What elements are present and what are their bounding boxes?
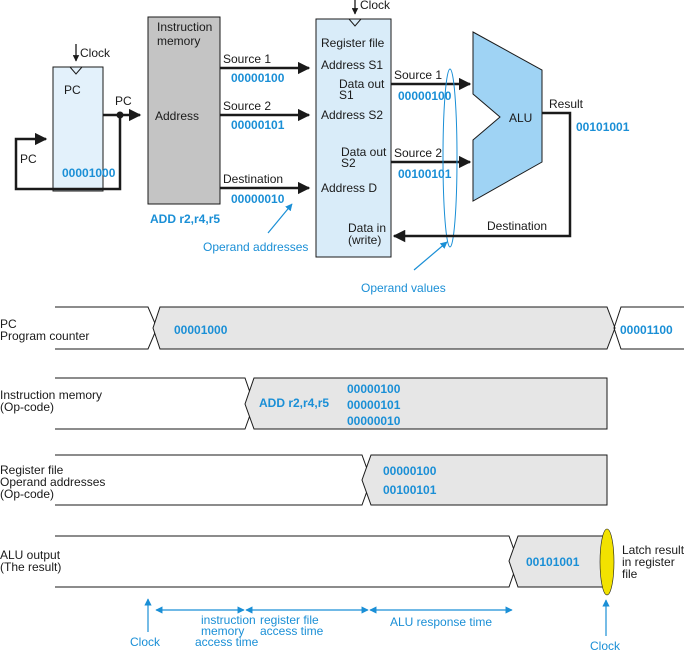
timing-alu-prev-segment	[55, 535, 519, 588]
regfile-clock-label: Clock	[360, 0, 391, 12]
clock-right-label: Clock	[590, 639, 621, 652]
timing-latch-line1: Latch result	[622, 543, 684, 557]
instruction-memory-box	[147, 16, 221, 205]
operand-values-ellipse	[442, 68, 458, 248]
timing-pc-segment	[152, 306, 616, 350]
timing-imem-prev-segment	[55, 377, 255, 430]
timing-imem-value2: 00000101	[347, 398, 401, 412]
pc-clock-triangle	[69, 66, 83, 75]
pc-title: PC	[64, 83, 81, 97]
interval-imem-line3: access time	[195, 635, 259, 649]
regfile-data-out-s2-line1: Data out	[341, 145, 387, 159]
timing-row-alu-output: ALU output (The result) 00101001 Latch r…	[0, 528, 684, 596]
timing-intervals: instruction memory access time register …	[130, 598, 621, 652]
operand-values-pointer	[413, 241, 448, 271]
timing-latch-line2: in register	[622, 555, 675, 569]
alu-result-feedback-arrow	[392, 111, 572, 243]
imem-source1-value: 00000100	[231, 71, 285, 85]
imem-title-line2: memory	[157, 34, 200, 48]
regfile-title: Register file	[321, 36, 385, 50]
clock-left-label: Clock	[130, 635, 161, 649]
alu-destination-label: Destination	[487, 219, 547, 233]
timing-imem-segment	[244, 377, 608, 430]
timing-row-pc: PC Program counter 00001000 00001100	[0, 306, 684, 350]
regfile-address-s1: Address S1	[321, 58, 383, 72]
operand-values-callout: Operand values	[361, 281, 446, 295]
timing-alu-label-line1: ALU output	[0, 548, 61, 562]
regfile-source2-label: Source 2	[394, 146, 442, 160]
regfile-data-in-line2: (write)	[348, 233, 381, 247]
regfile-data-out-s2-line2: S2	[341, 156, 356, 170]
regfile-source1-value: 00000100	[398, 89, 452, 103]
pc-block: Clock PC 00001000 PC PC	[14, 44, 142, 192]
alu-result-value: 00101001	[576, 120, 630, 134]
operand-addresses-pointer	[267, 203, 293, 234]
imem-source2-value: 00000101	[231, 118, 285, 132]
timing-pc-value: 00001000	[174, 323, 228, 337]
imem-source1-label: Source 1	[223, 52, 271, 66]
timing-imem-instruction: ADD r2,r4,r5	[259, 396, 329, 410]
interval-reg-line1: register file	[260, 613, 319, 627]
timing-regfile-label-line1: Register file	[0, 463, 64, 477]
imem-address-label: Address	[155, 109, 199, 123]
timing-pc-label-line2: Program counter	[0, 329, 89, 343]
interval-alu: ALU response time	[390, 615, 492, 629]
pc-clock-label: Clock	[80, 46, 111, 60]
timing-regfile-value1: 00000100	[383, 464, 437, 478]
pc-loop-label: PC	[20, 152, 37, 166]
regfile-address-d: Address D	[321, 181, 377, 195]
imem-title-line1: Instruction	[157, 20, 212, 34]
regfile-data-out-s1-line2: S1	[339, 88, 354, 102]
pc-value: 00001000	[62, 166, 116, 180]
instruction-memory-block: Instruction memory Address ADD r2,r4,r5 …	[147, 16, 311, 254]
register-file-block: Clock Register file Address S1 Data out …	[315, 0, 472, 295]
register-file-box	[315, 18, 392, 258]
imem-instruction: ADD r2,r4,r5	[150, 212, 220, 226]
pc-feedback-arrow	[14, 115, 122, 191]
regfile-source2-value: 00100101	[398, 167, 452, 181]
regfile-clock-triangle	[348, 18, 362, 27]
timing-imem-value1: 00000100	[347, 382, 401, 396]
timing-imem-label-line1: Instruction memory	[0, 388, 102, 402]
alu-result-label: Result	[549, 97, 584, 111]
timing-regfile-label-line3: (Op-code)	[0, 487, 54, 501]
regfile-address-s2: Address S2	[321, 108, 383, 122]
pc-out-label: PC	[115, 94, 132, 108]
regfile-data-in-line1: Data in	[348, 221, 386, 235]
timing-pc-next-value: 00001100	[620, 323, 673, 337]
interval-reg-line2: access time	[260, 624, 324, 638]
alu-shape	[472, 31, 543, 202]
imem-source2-label: Source 2	[223, 99, 271, 113]
timing-alu-value: 00101001	[526, 555, 580, 569]
alu-block: ALU Result 00101001 Destination	[392, 31, 630, 243]
imem-destination-value: 00000010	[231, 192, 285, 206]
timing-imem-value3: 00000010	[347, 414, 401, 428]
timing-regfile-value2: 00100101	[383, 483, 437, 497]
latch-marker	[599, 528, 615, 596]
timing-latch-line3: file	[622, 567, 638, 581]
operand-addresses-callout: Operand addresses	[203, 240, 308, 254]
timing-pc-next-segment	[613, 306, 684, 350]
interval-imem-line1: instruction	[201, 613, 256, 627]
timing-imem-label-line2: (Op-code)	[0, 400, 54, 414]
interval-imem-line2: memory	[201, 624, 244, 638]
imem-destination-label: Destination	[223, 172, 283, 186]
timing-regfile-label-line2: Operand addresses	[0, 475, 105, 489]
alu-title: ALU	[509, 111, 532, 125]
regfile-source1-label: Source 1	[394, 68, 442, 82]
regfile-data-out-s1-line1: Data out	[339, 77, 385, 91]
timing-regfile-segment	[361, 454, 608, 506]
timing-alu-label-line2: (The result)	[0, 560, 61, 574]
timing-pc-label-line1: PC	[0, 317, 17, 331]
pc-register-box	[52, 66, 104, 192]
timing-row-instruction-memory: Instruction memory (Op-code) ADD r2,r4,r…	[0, 377, 608, 430]
timing-row-register-file: Register file Operand addresses (Op-code…	[0, 454, 608, 506]
